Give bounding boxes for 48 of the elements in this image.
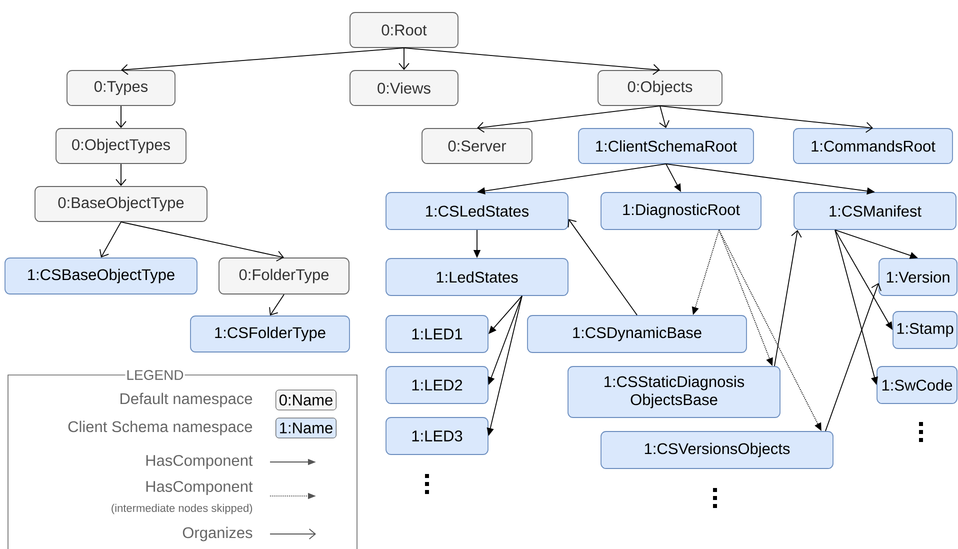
legend-note: (intermediate nodes skipped): [112, 504, 252, 514]
legend-title: LEGEND: [125, 370, 185, 380]
node-box: 0:ObjectTypes: [56, 128, 186, 164]
legend-label: Client Schema namespace: [68, 420, 252, 436]
legend-label: HasComponent: [146, 455, 253, 470]
node-box: 1:CSLedStates: [386, 192, 568, 230]
legend-sample-box: 1:Name: [276, 418, 336, 438]
node-box: 1:LED1: [386, 315, 488, 353]
arrow: [774, 230, 802, 366]
node-box: 1:CSManifest: [794, 192, 956, 230]
node-box: 0:Types: [66, 70, 176, 106]
node-box: 0:Views: [350, 70, 458, 106]
arrow: [116, 164, 126, 186]
node-box: 1:SwCode: [876, 366, 958, 404]
node-box: 1:LedStates: [386, 258, 568, 296]
arrow: [660, 106, 874, 133]
node-box: 0:Objects: [598, 70, 722, 106]
node-box: 1:DiagnosticRoot: [600, 192, 762, 230]
node-box: 1:CommandsRoot: [793, 128, 953, 164]
legend-sample-box: 0:Name: [276, 390, 336, 410]
arrow: [116, 106, 126, 128]
node-box: 1:Version: [878, 258, 958, 296]
arrow: [99, 222, 122, 258]
node-box: 1:CSVersionsObjects: [600, 431, 834, 469]
arrow: [120, 222, 284, 262]
node-box: 1:CSBaseObjectType: [4, 258, 198, 294]
legend-label: Organizes: [182, 526, 252, 542]
arrow: [568, 219, 638, 316]
node-box: 0:FolderType: [218, 258, 350, 294]
node-box: 1:ClientSchemaRoot: [578, 128, 754, 164]
arrow: [121, 48, 404, 75]
node-box: 1:Stamp: [892, 311, 958, 349]
arrow: [477, 106, 660, 133]
node-box: 1:CSDynamicBase: [527, 315, 747, 353]
node-box: 1:CSFolderType: [190, 316, 350, 352]
node-box: 0:BaseObjectType: [34, 186, 208, 222]
legend-label: Default namespace: [120, 392, 252, 408]
node-box: 1:LED3: [386, 417, 488, 455]
node-box: 1:CSStaticDiagnosis ObjectsBase: [568, 366, 780, 418]
arrow: [825, 283, 882, 432]
arrow: [269, 294, 284, 316]
arrow: [404, 48, 660, 75]
node-box: 0:Server: [422, 128, 532, 164]
arrow: [658, 106, 670, 128]
arrow: [398, 48, 410, 70]
node-box: 1:LED2: [386, 366, 488, 404]
node-box: 0:Root: [350, 12, 458, 48]
legend-label: HasComponent: [146, 481, 253, 496]
